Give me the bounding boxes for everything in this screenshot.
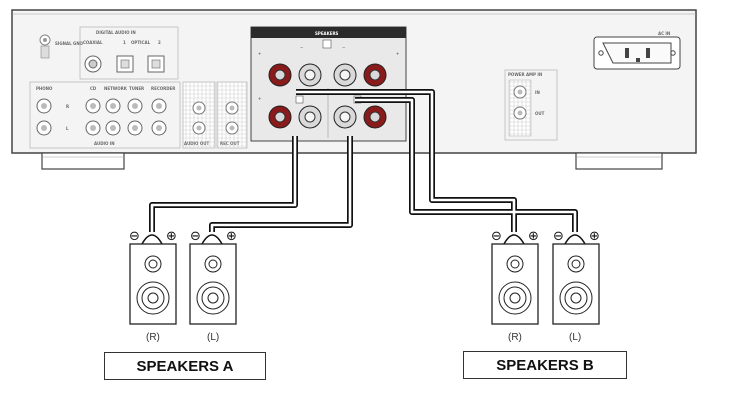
rec-out-block: REC OUT [216, 81, 248, 149]
minus-sign: ⊖ [129, 229, 140, 244]
power-amp-in-block: POWER AMP IN IN OUT [504, 69, 558, 141]
left-foot [41, 152, 125, 170]
power-amp-in-label: POWER AMP IN [508, 72, 542, 77]
speaker-cables [141, 89, 586, 245]
amplifier-rear-panel: SIGNAL GND DIGITAL AUDIO IN COAXIAL 1 OP… [11, 9, 697, 170]
speaker-a-right: ⊖ ⊕ (R) [129, 229, 177, 343]
channel-label-right: (R) [508, 332, 522, 343]
digital-audio-in-label: DIGITAL AUDIO IN [96, 30, 136, 35]
terminal-b-left-minus [333, 105, 357, 129]
digital-audio-in-block: DIGITAL AUDIO IN COAXIAL 1 OPTICAL 2 [79, 26, 179, 80]
network-jacks [105, 98, 121, 136]
minus-sign: ⊖ [553, 229, 564, 244]
signal-gnd-label: SIGNAL GND [55, 41, 84, 46]
speakers-b-label: SPEAKERS B [463, 351, 627, 379]
speaker-a-left: ⊖ ⊕ (L) [189, 229, 237, 343]
audio-in-block: PHONO CD NETWORK TUNER RECORDER AUDIO IN… [29, 81, 181, 149]
phono-label: PHONO [36, 86, 53, 91]
power-amp-in-in-label: IN [535, 90, 540, 95]
audio-out-block: AUDIO OUT [182, 81, 216, 149]
tuner-label: TUNER [129, 86, 144, 91]
network-label: NETWORK [104, 86, 128, 91]
svg-text:−: − [300, 45, 303, 50]
recorder-label: RECORDER [151, 86, 175, 91]
terminal-b-right-minus [298, 105, 322, 129]
right-foot [575, 152, 663, 170]
terminal-b-left-plus [363, 105, 387, 129]
svg-text:L: L [66, 126, 69, 131]
optical-2-label: 2 [158, 40, 161, 45]
optical-2-jack [147, 55, 165, 73]
signal-gnd-terminal: SIGNAL GND [39, 34, 84, 59]
plus-sign: ⊕ [589, 229, 600, 244]
svg-text:+: + [396, 51, 399, 56]
phono-jacks: RL [36, 98, 69, 136]
speakers-a-label: SPEAKERS A [104, 352, 266, 380]
terminal-a-right-plus [268, 63, 292, 87]
terminal-a-right-minus [298, 63, 322, 87]
speaker-terminals-block: SPEAKERS + + − − + + [250, 26, 407, 142]
coaxial-label: COAXIAL [83, 40, 103, 45]
minus-sign: ⊖ [190, 229, 201, 244]
terminal-a-left-plus [363, 63, 387, 87]
optical-1-jack [116, 55, 134, 73]
power-amp-in-out-label: OUT [535, 111, 545, 116]
audio-out-label: AUDIO OUT [184, 141, 209, 146]
optical-label: OPTICAL [131, 40, 151, 45]
ac-in-label: AC IN [658, 31, 670, 36]
plus-sign: ⊕ [226, 229, 237, 244]
svg-text:R: R [66, 104, 69, 109]
minus-sign: ⊖ [491, 229, 502, 244]
coaxial-jack [84, 55, 102, 73]
svg-text:+: + [258, 96, 261, 101]
ac-inlet: AC IN [593, 31, 681, 70]
rec-out-label: REC OUT [220, 141, 240, 146]
plus-sign: ⊕ [166, 229, 177, 244]
speaker-b-left: ⊖ ⊕ (L) [552, 229, 600, 343]
cd-label: CD [90, 86, 97, 91]
optical-1-label: 1 [123, 40, 126, 45]
terminal-b-right-plus [268, 105, 292, 129]
channel-label-right: (R) [146, 332, 160, 343]
cd-jacks [85, 98, 101, 136]
channel-label-left: (L) [207, 332, 219, 343]
speakers-header-label: SPEAKERS [315, 31, 339, 36]
terminal-a-left-minus [333, 63, 357, 87]
channel-label-left: (L) [569, 332, 581, 343]
plus-sign: ⊕ [528, 229, 539, 244]
speaker-b-right: ⊖ ⊕ (R) [491, 229, 539, 343]
svg-text:+: + [258, 51, 261, 56]
recorder-in-jacks [151, 98, 167, 136]
audio-in-label: AUDIO IN [94, 141, 115, 146]
svg-text:−: − [342, 45, 345, 50]
tuner-jacks [127, 98, 143, 136]
